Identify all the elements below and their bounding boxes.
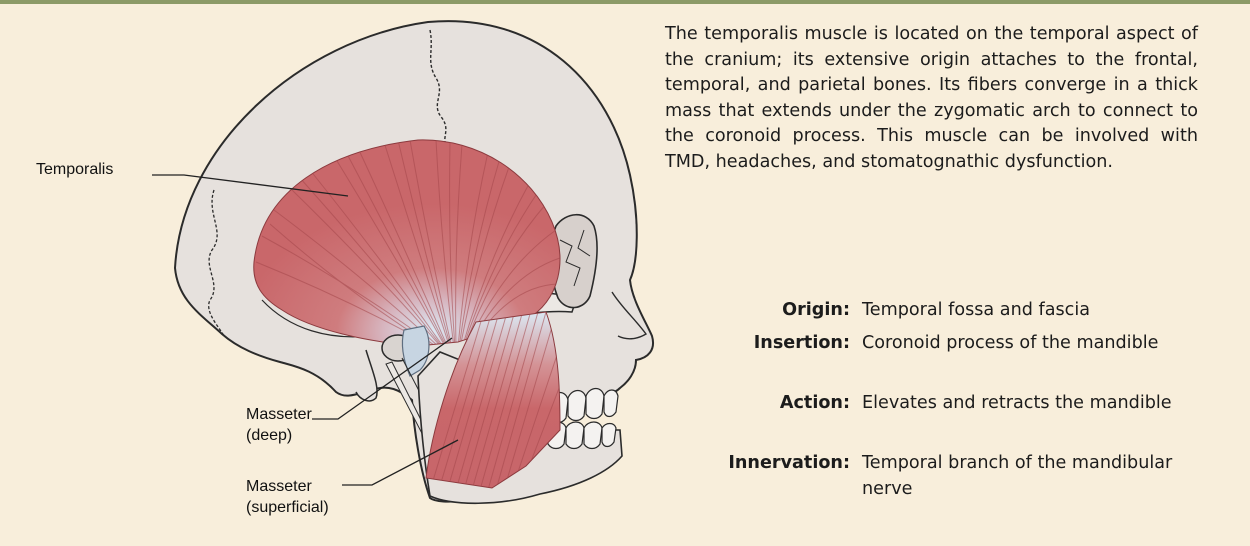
temporalis-label: Temporalis bbox=[36, 159, 113, 180]
skull-illustration: Temporalis Masseter (deep) Masseter (sup… bbox=[0, 4, 665, 546]
masseter-superficial-label-line1: Masseter bbox=[246, 476, 329, 497]
fact-value: Temporal fossa and fascia bbox=[862, 298, 1202, 324]
masseter-deep-label-line2: (deep) bbox=[246, 425, 312, 446]
fact-term: Action: bbox=[780, 391, 850, 417]
fact-term: Innervation: bbox=[728, 451, 850, 477]
fact-term: Insertion: bbox=[754, 331, 850, 357]
masseter-deep-label-line1: Masseter bbox=[246, 404, 312, 425]
masseter-deep-label: Masseter (deep) bbox=[246, 404, 312, 446]
fact-value: Coronoid process of the mandible bbox=[862, 331, 1202, 357]
fact-value: Elevates and retracts the mandible bbox=[862, 391, 1202, 417]
masseter-superficial-label: Masseter (superficial) bbox=[246, 476, 329, 518]
fact-value: Temporal branch of the mandibular nerve bbox=[862, 451, 1202, 502]
muscle-description: The temporalis muscle is located on the … bbox=[665, 22, 1198, 176]
fact-term: Origin: bbox=[782, 298, 850, 324]
masseter-superficial-label-line2: (superficial) bbox=[246, 497, 329, 518]
text-panel: The temporalis muscle is located on the … bbox=[665, 22, 1225, 176]
